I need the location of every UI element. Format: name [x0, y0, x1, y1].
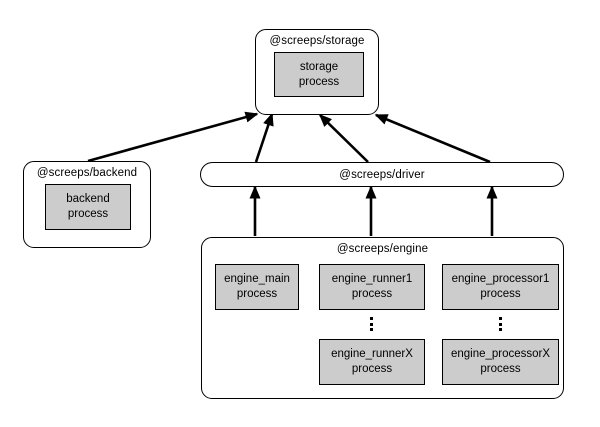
backend-process-box: backend process	[45, 184, 131, 230]
node-engine-title: @screeps/engine	[336, 243, 429, 255]
node-driver-title: @screeps/driver	[339, 168, 425, 181]
node-driver: @screeps/driver	[200, 162, 564, 187]
engine-runner1-process-box: engine_runner1 process	[319, 264, 425, 310]
storage-process-box: storage process	[274, 52, 364, 97]
vertical-ellipsis-icon	[370, 317, 373, 331]
arrow	[374, 113, 491, 164]
node-backend: @screeps/backend backend process	[23, 161, 151, 248]
node-engine: @screeps/engine engine_main process engi…	[201, 237, 564, 399]
arrow	[87, 111, 259, 163]
engine-main-process-box: engine_main process	[215, 264, 299, 310]
node-backend-title: @screeps/backend	[36, 167, 138, 179]
node-storage: @screeps/storage storage process	[255, 29, 379, 115]
engine-processorX-process-box: engine_processorX process	[442, 339, 559, 385]
vertical-ellipsis-icon	[499, 317, 502, 331]
arrow	[318, 113, 369, 163]
node-storage-title: @screeps/storage	[269, 35, 365, 47]
engine-runnerX-process-box: engine_runnerX process	[319, 339, 425, 385]
arrow	[254, 112, 274, 163]
engine-processor1-process-box: engine_processor1 process	[442, 264, 559, 310]
